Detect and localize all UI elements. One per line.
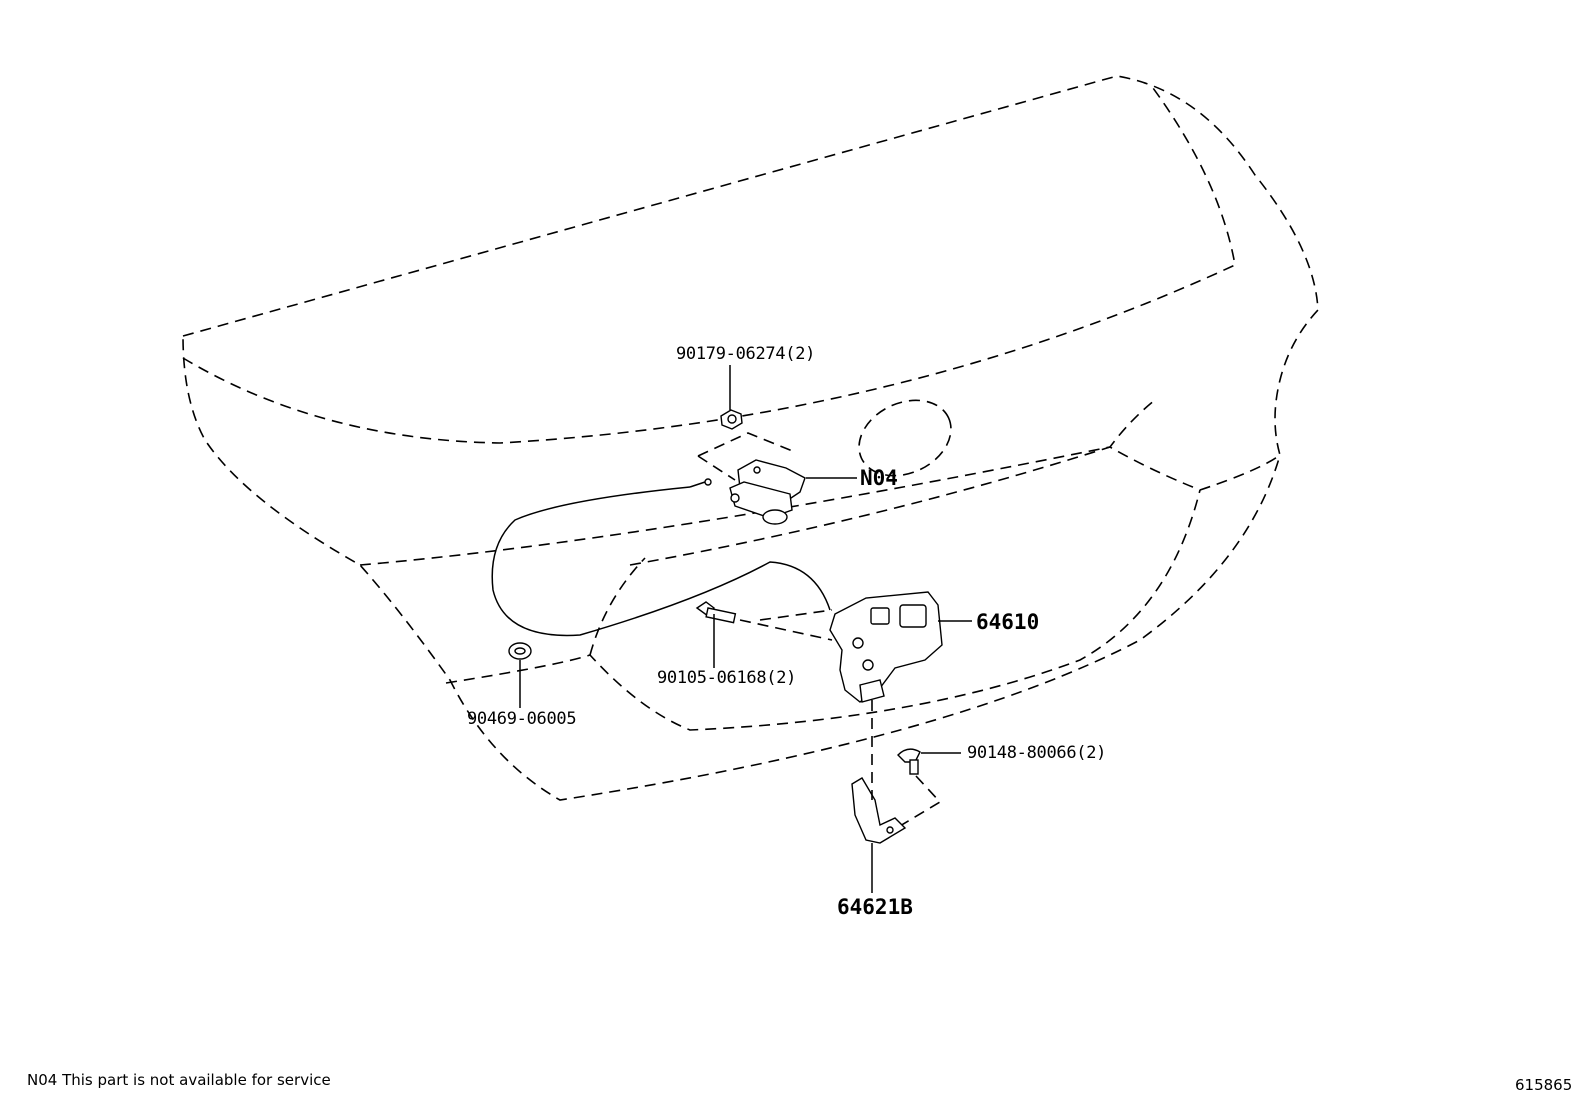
cable-end	[689, 481, 706, 488]
upper-panel-line	[182, 87, 1236, 444]
trunk-lid-outline	[182, 75, 1319, 801]
callout-plug: 90469-06005	[467, 709, 577, 729]
nut-top-hole	[727, 414, 737, 424]
callout-nut-top: 90179-06274(2)	[676, 344, 816, 364]
callout-striker: 64621B	[837, 895, 913, 919]
screw-striker-dash	[889, 775, 942, 833]
footer-note-text: This part is not available for service	[62, 1071, 331, 1089]
callout-bolt-latch: 90105-06168(2)	[657, 668, 797, 688]
release-cable	[491, 486, 831, 637]
screw-striker-part	[897, 748, 921, 775]
callout-lock-cylinder: N04	[860, 466, 898, 490]
footer-note: N04 This part is not available for servi…	[27, 1071, 331, 1089]
plug-part-inner	[514, 647, 526, 655]
plate-recess-left	[589, 557, 646, 656]
striker-part	[851, 777, 907, 844]
callout-latch: 64610	[976, 610, 1040, 634]
n04-mount-dash-2	[697, 455, 736, 481]
illustration-number: 615865	[1515, 1076, 1573, 1094]
latch-part	[829, 591, 943, 703]
footer-note-code: N04	[27, 1071, 58, 1089]
character-line-upper	[359, 399, 1156, 566]
emblem-oval	[858, 399, 952, 477]
bolt-latch-dash	[739, 619, 833, 641]
lock-cylinder-part	[729, 459, 806, 525]
callout-screw-striker: 90148-80066(2)	[967, 743, 1107, 763]
bolt-latch-part	[695, 601, 737, 624]
character-line-lower	[629, 446, 1281, 566]
plate-recess	[445, 489, 1201, 731]
cable-end-knob	[704, 478, 712, 486]
n04-mount-dash	[697, 432, 796, 457]
bolt-latch-dash-2	[759, 609, 833, 621]
